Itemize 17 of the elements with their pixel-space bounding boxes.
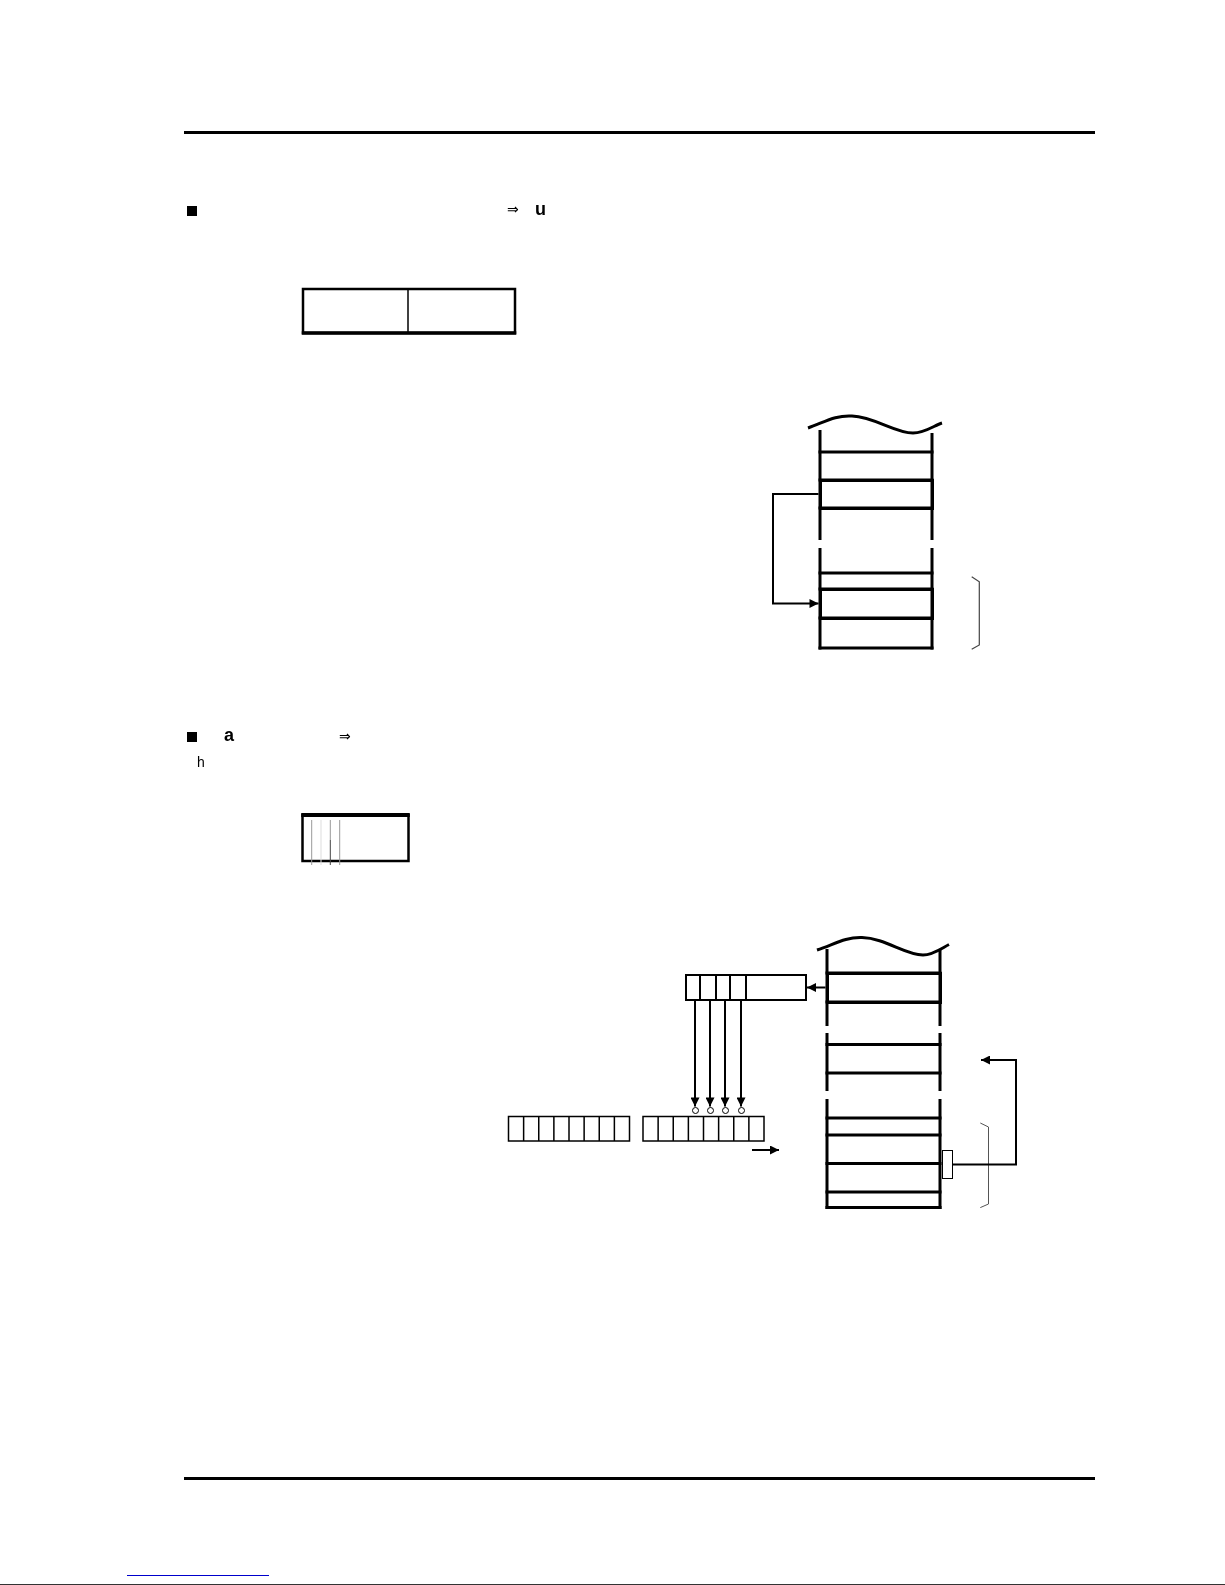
heading-fragment: u (535, 200, 546, 218)
text-fragment: h (197, 755, 205, 769)
arrow (705, 998, 715, 1108)
implies-symbol: ⇒ (339, 729, 351, 743)
implies-symbol: ⇒ (507, 202, 519, 216)
memory-row (825, 971, 942, 1004)
port-tab (942, 1150, 953, 1179)
arrow (952, 1055, 1017, 1166)
heading-fragment: a (224, 726, 234, 744)
arrow (720, 998, 730, 1108)
memory-row (818, 478, 934, 510)
register (685, 974, 807, 1001)
arrow (690, 998, 700, 1108)
memory-row (818, 587, 934, 620)
arrow (736, 998, 746, 1108)
arrow (772, 493, 820, 608)
arrow (806, 983, 827, 992)
